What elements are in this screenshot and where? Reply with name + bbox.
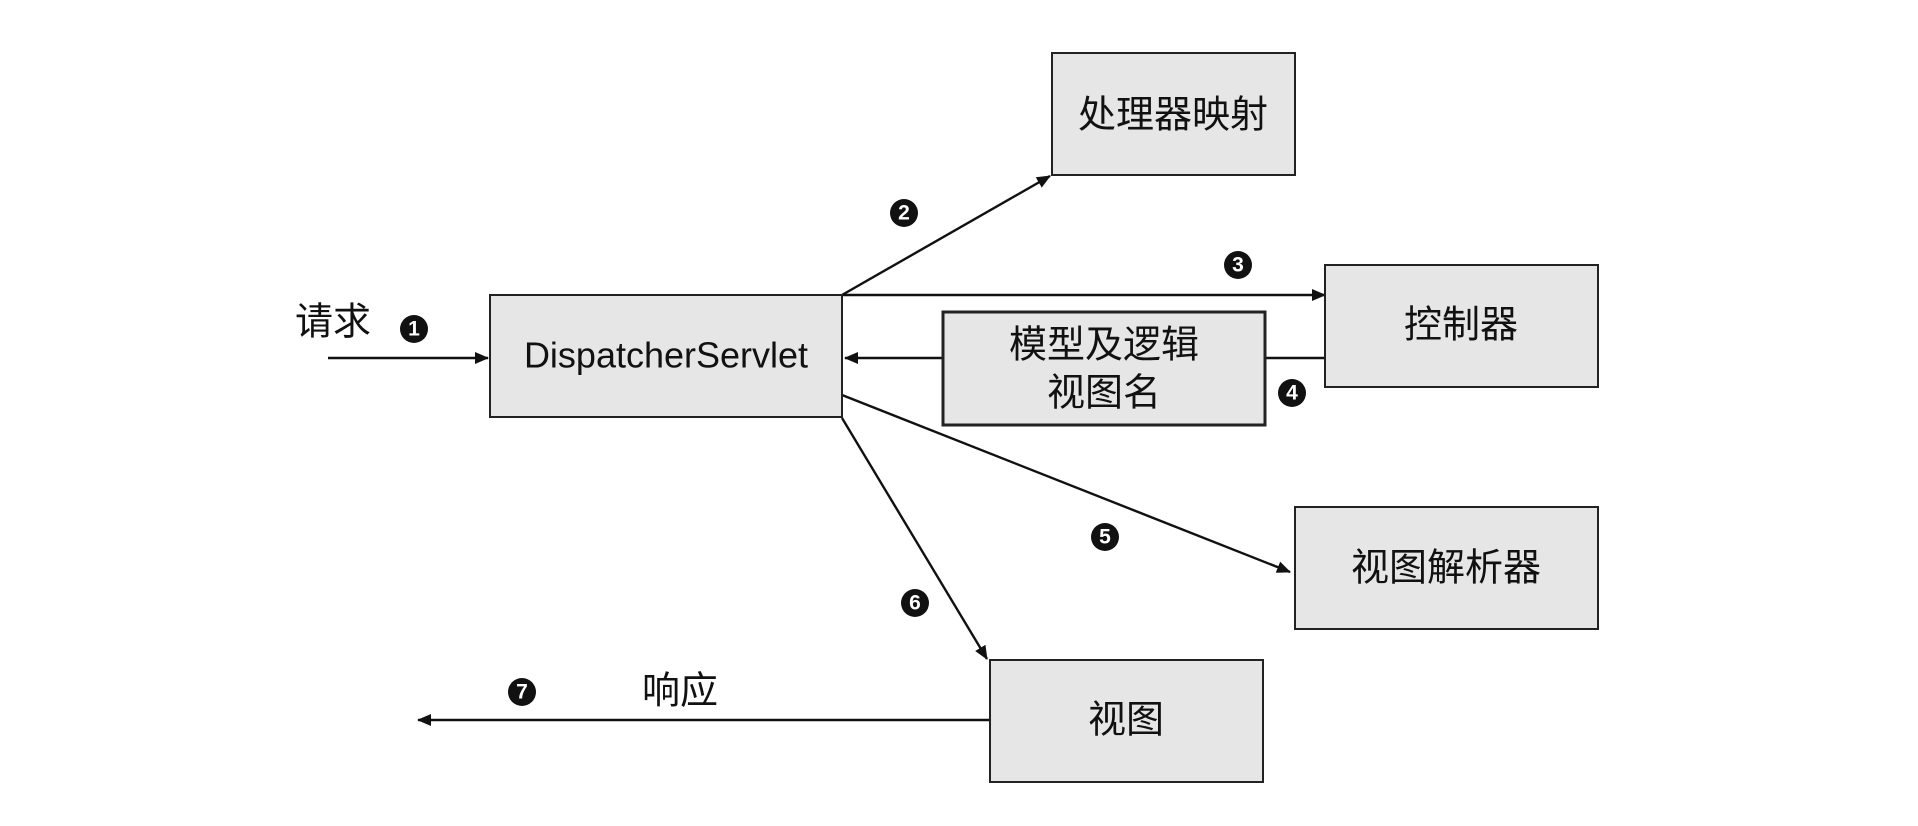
arrow-to-handler-mapping bbox=[841, 174, 1051, 297]
step-marker-4: 4 bbox=[1278, 379, 1306, 407]
step-marker-7: 7 bbox=[508, 678, 536, 706]
model-view-label-line1: 模型及逻辑 bbox=[1009, 323, 1199, 367]
dispatcher-servlet-label: DispatcherServlet bbox=[524, 335, 808, 376]
view-node: 视图 bbox=[989, 659, 1264, 783]
dispatcher-servlet-node: DispatcherServlet bbox=[489, 294, 843, 418]
svg-text:6: 6 bbox=[909, 592, 921, 615]
step-marker-2: 2 bbox=[890, 199, 918, 227]
svg-text:7: 7 bbox=[516, 681, 528, 704]
step-marker-5: 5 bbox=[1091, 523, 1119, 551]
view-resolver-node: 视图解析器 bbox=[1294, 506, 1599, 630]
svg-text:4: 4 bbox=[1286, 382, 1298, 405]
model-view-label-line2: 视图名 bbox=[1047, 371, 1161, 415]
step-marker-3: 3 bbox=[1224, 251, 1252, 279]
arrow-to-view bbox=[840, 417, 989, 660]
request-label: 请求 bbox=[295, 300, 371, 344]
svg-text:1: 1 bbox=[408, 318, 420, 341]
svg-text:3: 3 bbox=[1232, 254, 1244, 277]
view-label: 视图 bbox=[1088, 698, 1164, 742]
controller-node: 控制器 bbox=[1324, 264, 1599, 388]
model-and-view-name-node: 模型及逻辑 视图名 bbox=[941, 310, 1267, 427]
svg-text:5: 5 bbox=[1099, 526, 1111, 549]
handler-mapping-label: 处理器映射 bbox=[1078, 93, 1268, 137]
view-resolver-label: 视图解析器 bbox=[1351, 546, 1541, 590]
step-marker-1: 1 bbox=[400, 315, 428, 343]
response-label: 响应 bbox=[642, 669, 718, 713]
svg-text:2: 2 bbox=[898, 202, 910, 225]
handler-mapping-node: 处理器映射 bbox=[1051, 52, 1296, 176]
arrow-to-view-resolver bbox=[841, 393, 1291, 574]
controller-label: 控制器 bbox=[1404, 303, 1518, 347]
step-marker-6: 6 bbox=[901, 589, 929, 617]
